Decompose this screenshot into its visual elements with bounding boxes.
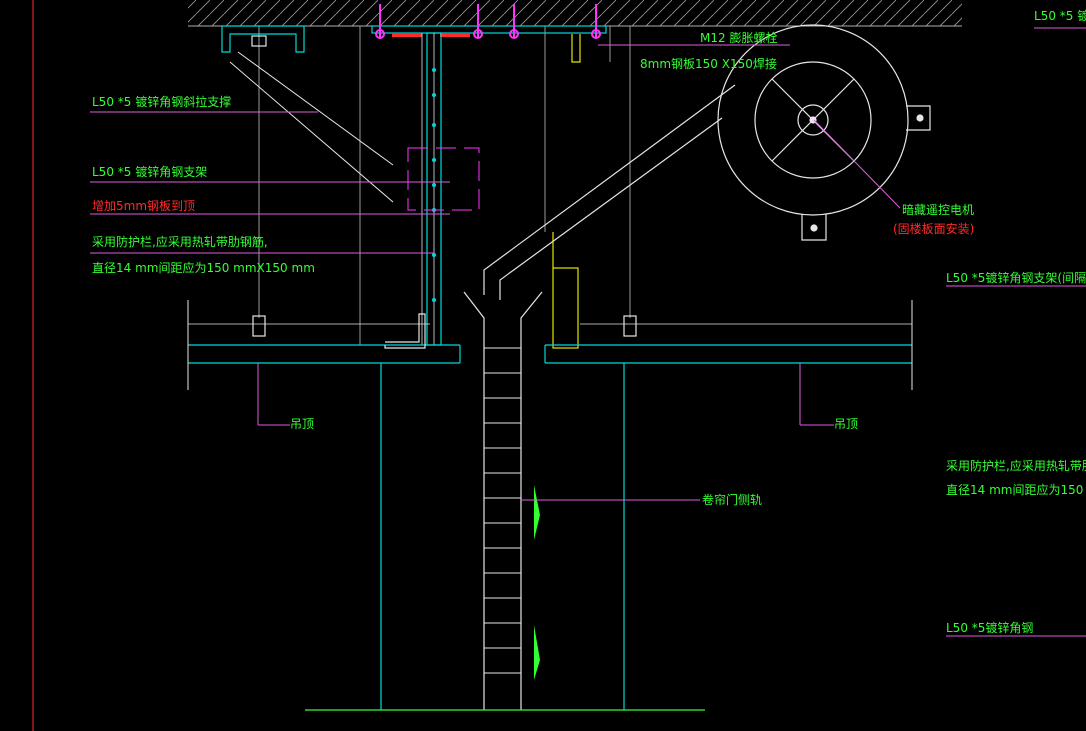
label-motor: 暗藏遥控电机 xyxy=(902,202,974,217)
ceiling-left xyxy=(188,323,461,364)
label-right-note-2: 直径14 mm间距应为150 mmX1 xyxy=(946,482,1086,497)
ceiling-right xyxy=(544,323,912,364)
diagonal-brace-right xyxy=(483,84,736,300)
label-m12-bolt: M12 膨胀螺栓 xyxy=(700,30,777,45)
label-diag-brace: L50 *5 镀锌角钢斜拉支撑 xyxy=(92,94,231,109)
diagonal-brace-left xyxy=(229,51,394,203)
highlight-box xyxy=(407,147,480,211)
label-support-spacing: L50 *5镀锌角钢支架(间隔1200 xyxy=(946,271,1086,285)
motor-housing-icon xyxy=(717,24,931,241)
label-rail-note-1: 采用防护栏,应采用热轧带肋钢筋, xyxy=(92,234,268,249)
label-ceiling-right: 吊顶 xyxy=(834,417,858,431)
label-top-right-cut: L50 *5 镀锌 xyxy=(1034,9,1086,23)
vertical-steel-post xyxy=(421,32,442,346)
top-left-bracket xyxy=(221,25,305,53)
label-plate-note: 增加5mm钢板到顶 xyxy=(92,199,195,213)
label-ceiling-left: 吊顶 xyxy=(290,417,314,431)
door-rail-funnel xyxy=(463,291,543,710)
label-angle-bottom: L50 *5镀锌角钢 xyxy=(946,621,1033,635)
rail-arrow-icon xyxy=(534,485,540,680)
concrete-slab xyxy=(188,0,962,27)
hanger-rods xyxy=(258,26,631,345)
door-rail-rungs xyxy=(484,347,521,674)
right-angle-bracket xyxy=(552,34,581,349)
label-motor-note: (固楼板面安装) xyxy=(893,221,974,236)
hanger-clip-icon xyxy=(252,313,637,349)
lower-walls xyxy=(380,363,625,710)
top-mounting-plate xyxy=(371,25,607,37)
anchor-bolt-icon xyxy=(375,4,601,39)
leader-lines xyxy=(90,27,1086,637)
label-right-note-1: 采用防护栏,应采用热轧带肋钢筋, xyxy=(946,458,1086,473)
label-door-rail: 卷帘门侧轨 xyxy=(702,492,762,507)
ceiling-edge-marks xyxy=(187,300,913,390)
label-rail-note-2: 直径14 mm间距应为150 mmX150 mm xyxy=(92,260,315,275)
label-angle-support: L50 *5 镀锌角钢支架 xyxy=(92,165,207,179)
label-steel-plate: 8mm钢板150 X150焊接 xyxy=(640,56,777,71)
